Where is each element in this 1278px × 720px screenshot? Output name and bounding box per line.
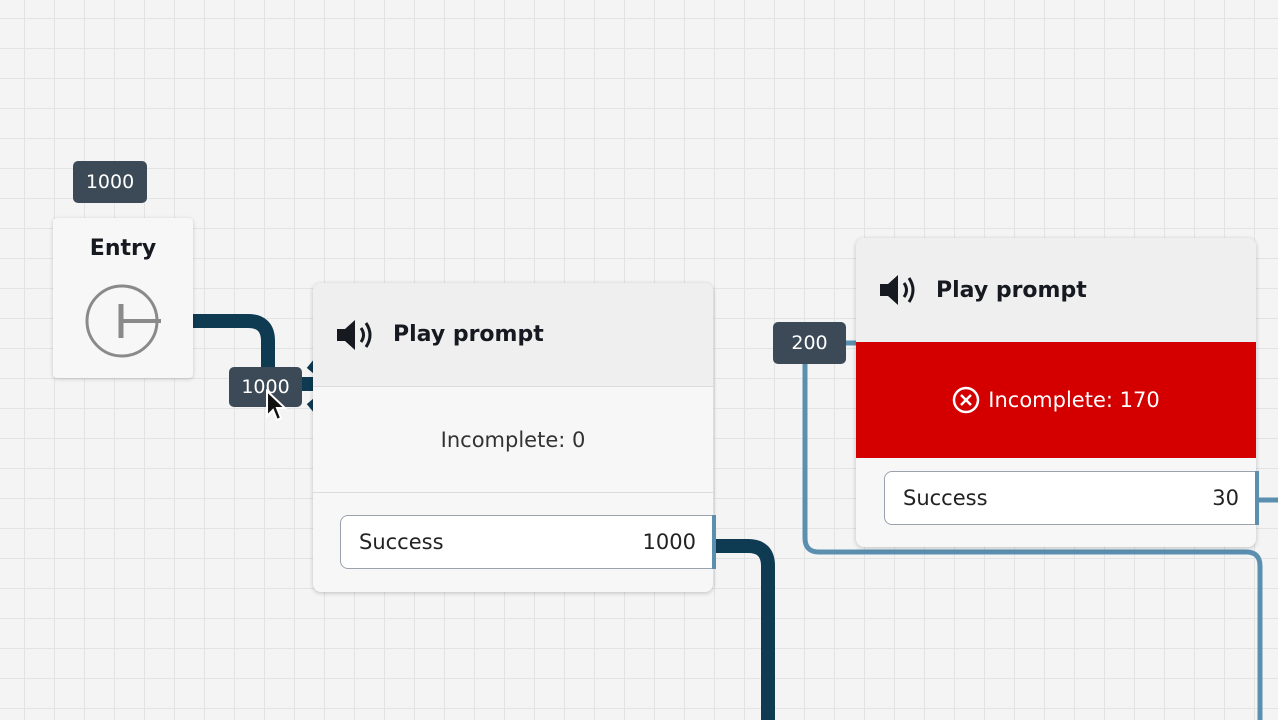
- wire-play-prompt-1-success: [715, 539, 775, 720]
- divider: [313, 492, 713, 493]
- block-header: Play prompt: [313, 283, 713, 386]
- wire-entry-to-play-prompt-1: [193, 314, 275, 370]
- play-prompt-block-2[interactable]: Play prompt Incomplete: 170 Success 30: [856, 238, 1259, 547]
- connection-count-badge[interactable]: 200: [773, 322, 846, 364]
- branch-label: Success: [903, 486, 988, 510]
- entry-title: Entry: [89, 236, 157, 261]
- speaker-icon: [337, 319, 372, 350]
- status-text: Incomplete: 0: [440, 427, 586, 452]
- error-x-circle-icon: [953, 386, 980, 414]
- branch-count: 1000: [642, 530, 696, 554]
- branch-count: 30: [1212, 486, 1239, 510]
- branch-label: Success: [359, 530, 444, 554]
- entry-count-badge: 1000: [73, 161, 147, 203]
- wire-loop-light: [802, 362, 1263, 720]
- block-title: Play prompt: [393, 322, 544, 347]
- mouse-cursor-icon: [266, 389, 287, 422]
- entry-circle-icon: [85, 284, 161, 358]
- status-text: Incomplete: 170: [988, 388, 1160, 412]
- connection-count-badge[interactable]: 1000: [229, 367, 302, 407]
- play-prompt-block-1[interactable]: Play prompt Incomplete: 0 Success 1000: [313, 283, 716, 592]
- error-status-banner: Incomplete: 170: [856, 342, 1256, 458]
- speaker-icon: [880, 275, 915, 305]
- divider: [313, 386, 713, 387]
- entry-block[interactable]: Entry: [53, 218, 193, 378]
- block-header: Play prompt: [856, 238, 1256, 342]
- branch-success[interactable]: Success 1000: [340, 515, 716, 569]
- branch-success[interactable]: Success 30: [884, 471, 1259, 525]
- block-title: Play prompt: [936, 277, 1087, 303]
